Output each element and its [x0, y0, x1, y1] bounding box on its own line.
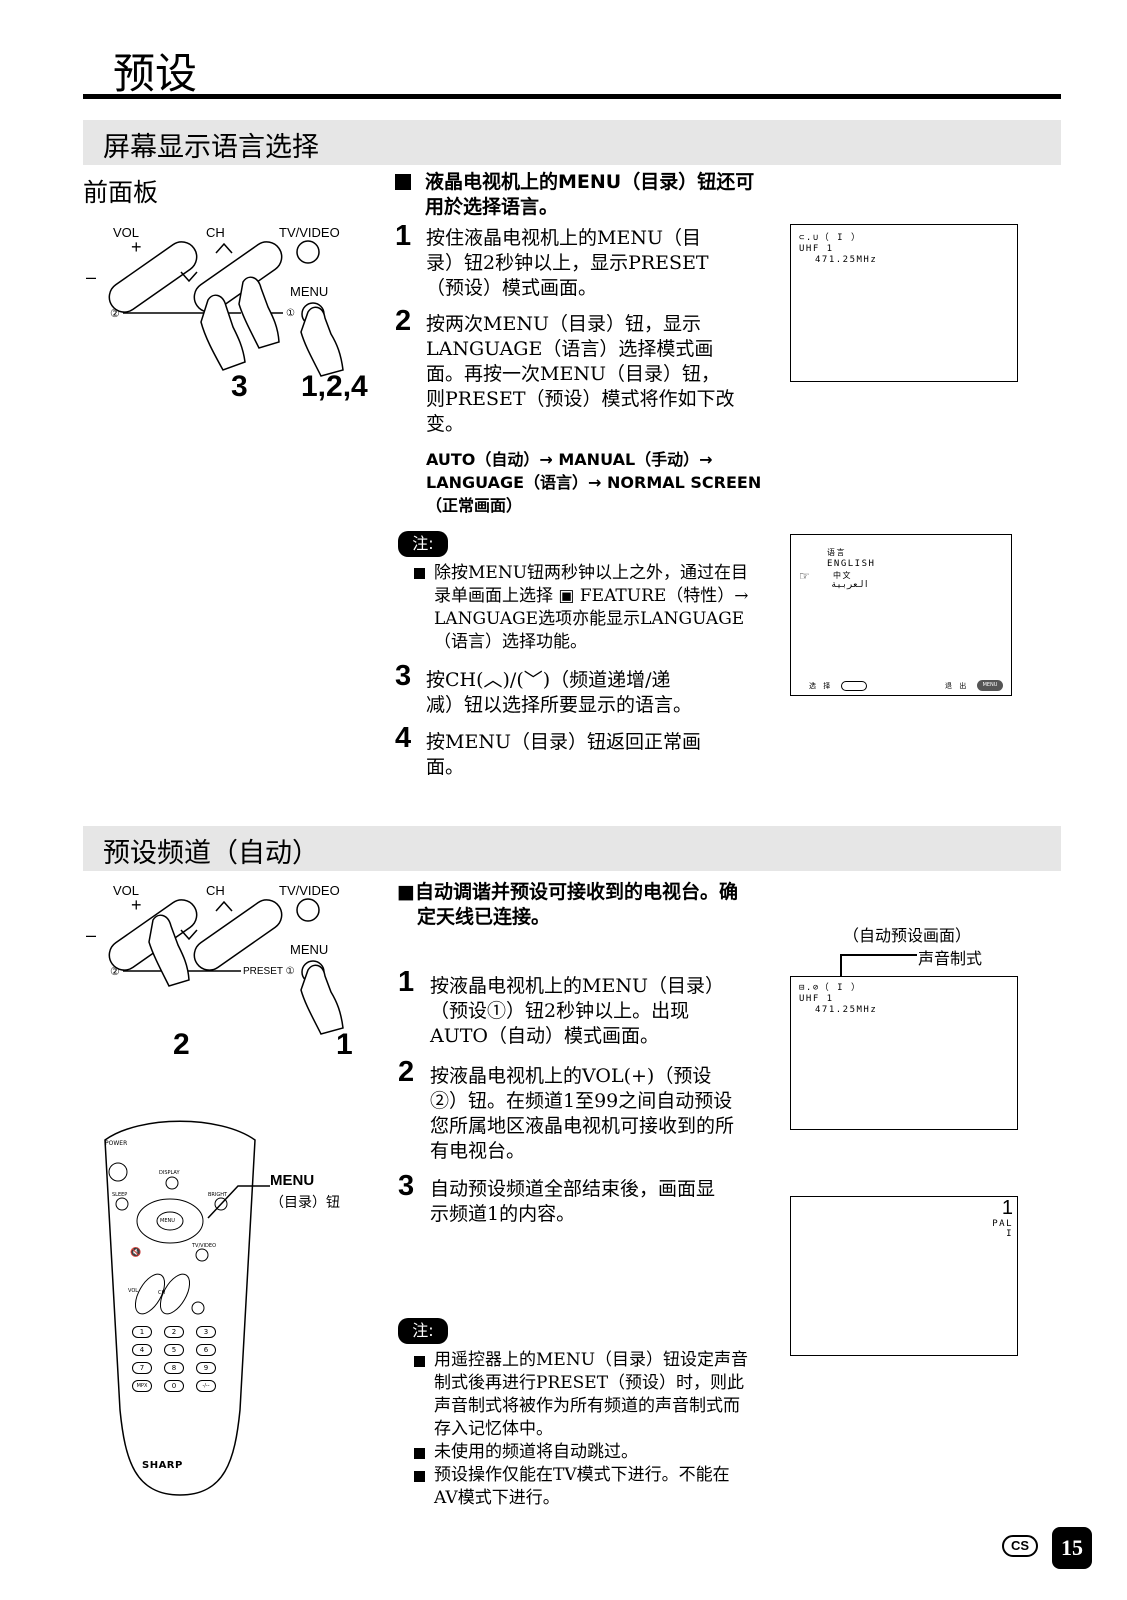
front-panel-drawing: [108, 898, 344, 1035]
section-heading-language: 屏幕显示语言选择: [83, 120, 1061, 165]
front-panel-drawing: [108, 240, 344, 377]
keypad-key[interactable]: 7: [132, 1362, 152, 1374]
menu-button-icon: MENU: [977, 680, 1003, 691]
keypad-key[interactable]: 9: [196, 1362, 216, 1374]
front-panel-title: 前面板: [83, 178, 159, 207]
step-text: 按液晶电视机上的MENU（目录） （预设①）钮2秒钟以上。出现 AUTO（自动）…: [430, 975, 724, 1047]
keypad-key[interactable]: -/--: [196, 1380, 216, 1392]
figure-step-label-b: 1: [336, 1028, 353, 1061]
step-number: 3: [395, 660, 412, 692]
menu-label: MENU: [290, 942, 329, 957]
tv-video-label: TV/VIDEO: [279, 883, 340, 898]
tv-screen-preset: ⊂.∪（ I ） UHF 1 471.25MHz: [790, 224, 1018, 382]
intro-line: 液晶电视机上的MENU（目录）钮还可: [425, 171, 755, 193]
front-panel-figure: VOL CH TV/VIDEO + – MENU ② PR ① 3 1,2,: [83, 222, 383, 412]
bullet-square: [414, 1471, 425, 1482]
note-text: 预设操作仅能在TV模式下进行。不能在 AV模式下进行。: [434, 1465, 730, 1508]
keypad-key[interactable]: 5: [164, 1344, 184, 1356]
step-number: 2: [395, 305, 412, 337]
step-text: 自动预设频道全部结束後，画面显 示频道1的内容。: [430, 1178, 716, 1225]
section-heading-text: 预设频道（自动）: [103, 838, 319, 869]
step-text: 按两次MENU（目录）钮，显示 LANGUAGE（语言）选择模式画 面。再按一次…: [426, 313, 735, 435]
page-title: 预设: [113, 49, 198, 98]
intro-line: 用於选择语言。: [425, 196, 559, 218]
step-text: 按CH(︿)/(﹀)（频道递增/递 减）钮以选择所要显示的语言。: [426, 669, 693, 716]
keypad-key[interactable]: 0: [164, 1380, 184, 1392]
section-heading-text: 屏幕显示语言选择: [103, 132, 319, 163]
sound-system-callout-line: [840, 954, 917, 980]
tv-screen-language: 语言 ENGLISH ☞ 中文 العربية 选 择 退 出 MENU: [790, 534, 1012, 696]
vol-label: VOL: [113, 883, 140, 898]
section-heading-auto-preset: 预设频道（自动）: [83, 826, 1061, 871]
keypad-key[interactable]: 1: [132, 1326, 152, 1338]
keypad-key[interactable]: 4: [132, 1344, 152, 1356]
keypad-key[interactable]: 2: [164, 1326, 184, 1338]
pointer-hand-icon: ☞: [799, 569, 810, 583]
vol-label: VOL: [113, 225, 140, 240]
bullet-square: [395, 174, 411, 190]
remote-control: POWER DISPLAY SLEEP BRIGHT MENU 🔇 TV/VID…: [100, 1110, 260, 1500]
step-number: 4: [395, 722, 412, 754]
step-text: 按住液晶电视机上的MENU（目 录）钮2秒钟以上，显示PRESET （预设）模式…: [426, 227, 709, 299]
keypad-key[interactable]: 3: [196, 1326, 216, 1338]
front-panel-figure-auto: VOL CH TV/VIDEO + – MENU ② PRESET ① 2 1: [83, 880, 383, 1070]
note-label: 注:: [398, 531, 448, 557]
ch-label: CH: [206, 883, 225, 898]
keypad-key[interactable]: 8: [164, 1362, 184, 1374]
intro-line: 定天线已连接。: [417, 906, 551, 928]
menu-label: MENU: [290, 284, 329, 299]
ch-label: CH: [206, 225, 225, 240]
figure-step-label-a: 2: [173, 1028, 190, 1061]
step-number: 1: [395, 220, 412, 252]
step-number: 3: [398, 1170, 415, 1202]
step-text: 按液晶电视机上的VOL(+)（预设 ②）钮。在频道1至99之间自动预设 您所属地…: [430, 1065, 735, 1162]
keypad-key[interactable]: 6: [196, 1344, 216, 1356]
remote-menu-label: MENU: [270, 1172, 315, 1189]
tv-video-label: TV/VIDEO: [279, 225, 340, 240]
remote-outline: [104, 1120, 256, 1496]
mode-sequence: AUTO（自动）→ MANUAL（手动）→ LANGUAGE（语言）→ NORM…: [426, 450, 762, 515]
mute-icon: 🔇: [130, 1248, 142, 1258]
note-label: 注:: [398, 1318, 448, 1344]
step-number: 2: [398, 1056, 415, 1088]
bullet-square: [414, 1448, 425, 1459]
title-rule: [83, 94, 1061, 99]
bullet-square: [414, 1356, 425, 1367]
select-arrows-icon: [841, 681, 867, 691]
figure-step-label-b: 1,2,4: [301, 370, 368, 403]
bullet-square: [414, 568, 425, 579]
note-text: 除按MENU钮两秒钟以上之外，通过在目 录单画面上选择 ▣ FEATURE（特性…: [434, 563, 749, 652]
step-text: 按MENU（目录）钮返回正常画 面。: [426, 731, 701, 778]
note-text: 未使用的频道将自动跳过。: [434, 1442, 638, 1462]
remote-menu-sublabel: （目录）钮: [270, 1195, 340, 1211]
figure-step-label-a: 3: [231, 370, 248, 403]
step-number: 1: [398, 966, 415, 998]
menu-callout-line: [207, 1185, 270, 1219]
page-number: 15: [1052, 1527, 1092, 1569]
language-badge: CS: [1002, 1535, 1038, 1557]
remote-menu-button[interactable]: MENU: [160, 1218, 175, 1224]
tv-screen-auto-preset: ⊟.⊘（ I ） UHF 1 471.25MHz: [790, 976, 1018, 1130]
keypad-key[interactable]: MPX: [132, 1380, 152, 1392]
remote-keypad: 1 2 3 4 5 6 7 8 9 MPX 0 -/--: [132, 1326, 226, 1392]
screen-caption: （自动预设画面）: [843, 926, 972, 945]
brand-logo: SHARP: [142, 1460, 183, 1471]
note-text: 用遥控器上的MENU（目录）钮设定声音 制式後再进行PRESET（预设）时，则此…: [434, 1350, 749, 1439]
sound-system-label: 声音制式: [918, 949, 983, 968]
tv-screen-channel-1: 1 PAL I: [790, 1196, 1018, 1356]
intro-line: ■自动调谐并预设可接收到的电视台。确: [397, 881, 738, 903]
